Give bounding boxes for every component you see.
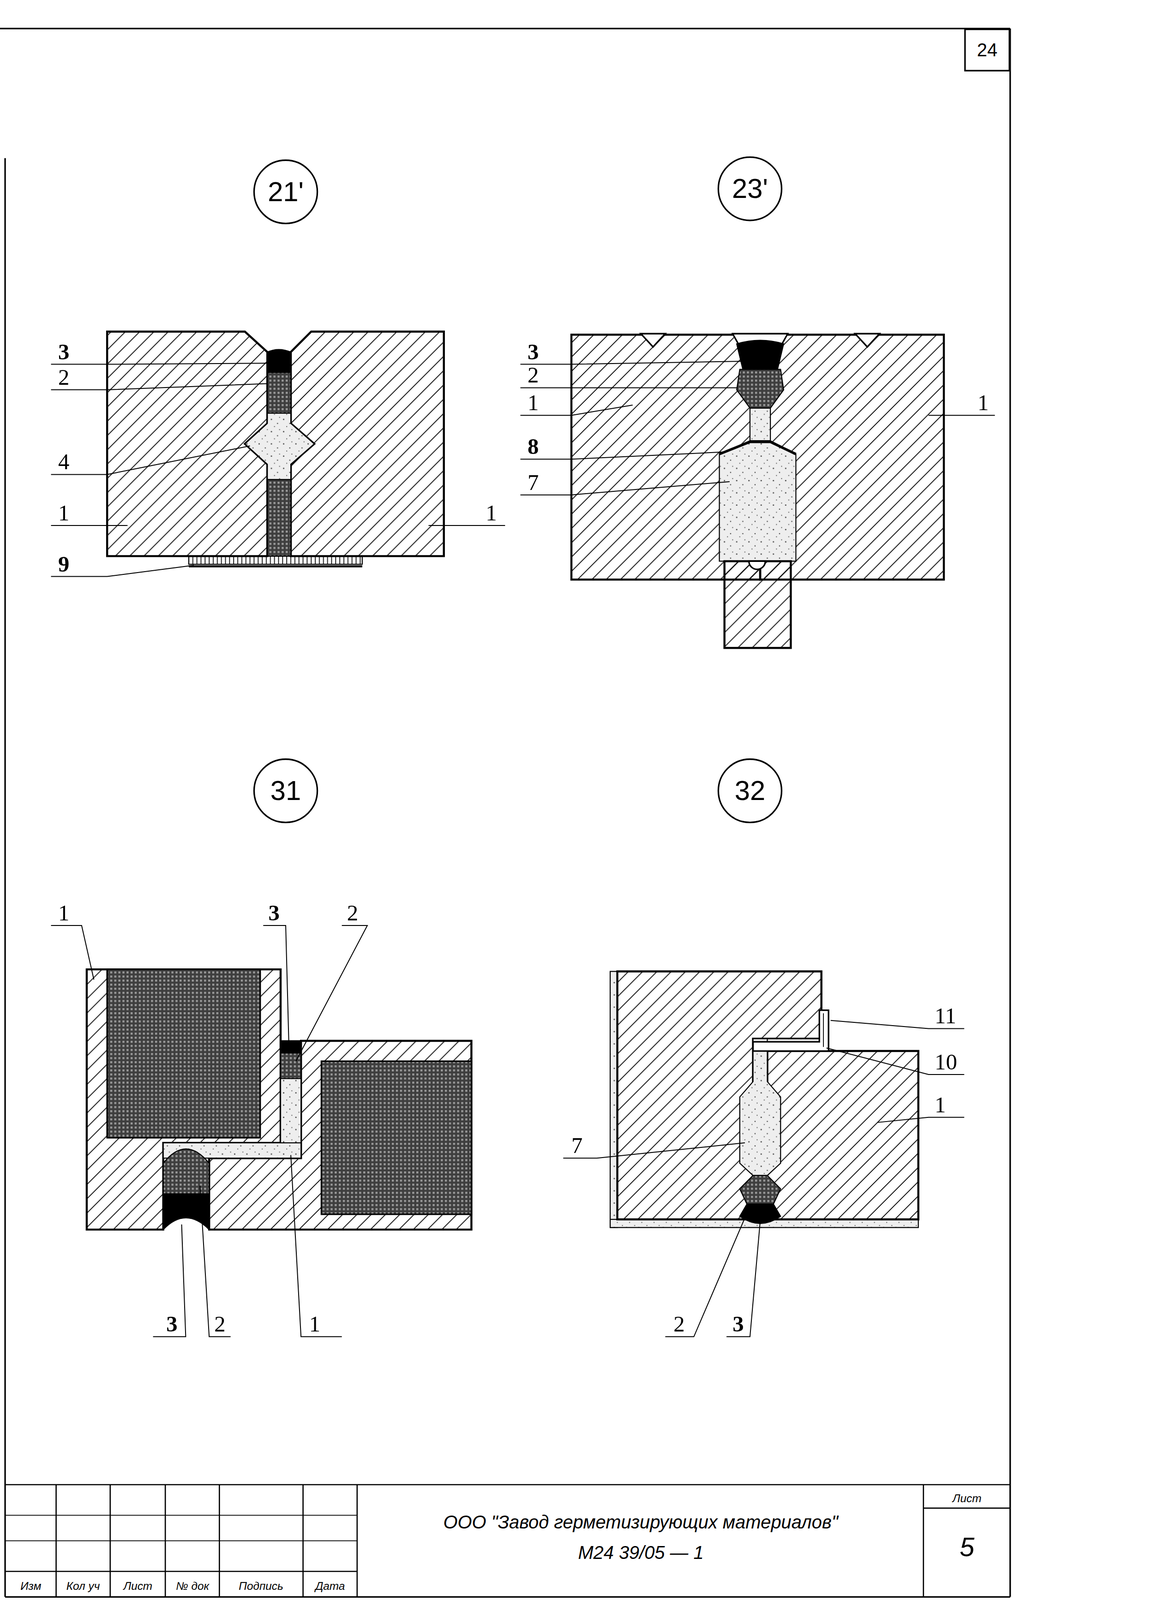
seal-cord bbox=[739, 1176, 781, 1205]
seal-cord bbox=[267, 479, 291, 557]
foam-filler bbox=[739, 1039, 781, 1176]
title-block-text: № док bbox=[175, 1581, 210, 1593]
detail-number: 23' bbox=[732, 174, 768, 203]
callout-circle bbox=[253, 759, 318, 823]
sealant bbox=[280, 1041, 301, 1054]
callout-number: 3 bbox=[58, 341, 70, 364]
steel-angle bbox=[753, 1010, 829, 1052]
leader-lines bbox=[520, 361, 996, 496]
film-layer bbox=[719, 442, 797, 455]
callout-number: 7 bbox=[571, 1134, 583, 1158]
detail-callout-circle: 23' bbox=[717, 156, 783, 222]
sealant bbox=[739, 1204, 781, 1224]
leader-lines bbox=[51, 363, 506, 577]
joint-section-21 bbox=[107, 331, 444, 567]
callout-number: 2 bbox=[347, 902, 359, 925]
detail-callout-circle: 32 bbox=[717, 758, 783, 824]
callout-circle bbox=[718, 157, 782, 221]
joint-section-31 bbox=[86, 969, 472, 1230]
sealing-tape bbox=[188, 556, 363, 565]
foam-filler bbox=[719, 440, 797, 562]
callout-circle bbox=[253, 160, 318, 224]
callout-number: 1 bbox=[485, 502, 497, 525]
sheet-number-box: 24 bbox=[964, 28, 1010, 72]
title-block-grid bbox=[5, 1485, 1011, 1598]
sheet-number: 24 bbox=[977, 40, 998, 60]
seal-cord bbox=[267, 372, 291, 414]
detail-number: 31 bbox=[270, 777, 301, 805]
title-block-text: Подпись bbox=[238, 1581, 283, 1593]
callout-number: 1 bbox=[58, 902, 70, 925]
joint-section-32 bbox=[610, 972, 919, 1229]
insulation-core bbox=[321, 1061, 472, 1215]
callout-circle bbox=[718, 759, 782, 823]
callout-number: 2 bbox=[527, 364, 539, 387]
title-block-text: Кол уч bbox=[66, 1581, 101, 1593]
foam-filler bbox=[280, 1041, 301, 1159]
callout-number: 9 bbox=[58, 553, 70, 576]
wall-panel bbox=[209, 1041, 472, 1230]
callout-number: 1 bbox=[309, 1313, 321, 1337]
title-block-text: ООО "Завод герметизирующих материалов" bbox=[443, 1513, 839, 1533]
wall-panel bbox=[767, 1051, 919, 1220]
joint-section-23 bbox=[571, 333, 944, 648]
callout-number: 3 bbox=[732, 1313, 744, 1337]
surface-groove bbox=[640, 333, 666, 348]
title-block-text: Лист bbox=[123, 1581, 153, 1593]
sheet-frame bbox=[0, 28, 1011, 1598]
title-block-text: Лист bbox=[952, 1493, 982, 1505]
wall-panel bbox=[107, 331, 268, 557]
leader-lines bbox=[51, 925, 368, 1338]
detail-callout-circle: 21' bbox=[252, 159, 318, 225]
seal-cord bbox=[736, 369, 784, 409]
callout-number: 1 bbox=[934, 1094, 946, 1117]
detail-callout-circle: 31 bbox=[252, 758, 318, 824]
callout-number: 2 bbox=[673, 1313, 685, 1337]
callout-number: 3 bbox=[527, 341, 539, 364]
callout-number: 2 bbox=[214, 1313, 226, 1337]
foam-filler bbox=[245, 413, 315, 480]
callout-number: 1 bbox=[58, 502, 70, 525]
leader-lines bbox=[563, 1020, 965, 1338]
title-block-text: Дата bbox=[315, 1581, 345, 1593]
timber-insert bbox=[724, 561, 792, 648]
callout-number: 3 bbox=[166, 1313, 178, 1337]
callout-number: 8 bbox=[527, 435, 539, 459]
sealant bbox=[736, 340, 784, 370]
callout-number: 10 bbox=[934, 1051, 958, 1074]
seal-cord bbox=[163, 1149, 210, 1197]
callout-number: 2 bbox=[58, 366, 70, 390]
foam-filler bbox=[750, 408, 771, 442]
callout-number: 1 bbox=[527, 391, 539, 415]
title-block-text: 5 bbox=[959, 1533, 975, 1561]
facade-coating bbox=[610, 972, 618, 1229]
box-outline bbox=[965, 29, 1010, 72]
insulation-core bbox=[107, 969, 261, 1139]
surface-groove bbox=[855, 333, 880, 348]
callout-number: 3 bbox=[268, 902, 280, 925]
title-block-text: Изм bbox=[20, 1581, 42, 1593]
callout-number: 4 bbox=[58, 450, 70, 474]
callout-number: 7 bbox=[527, 471, 539, 495]
title-block-text: М24 39/05 — 1 bbox=[577, 1544, 704, 1564]
detail-number: 21' bbox=[267, 178, 304, 206]
sealant bbox=[267, 349, 291, 373]
detail-number: 32 bbox=[734, 777, 766, 805]
callout-number: 11 bbox=[934, 1005, 957, 1028]
insert-notch bbox=[749, 561, 766, 570]
callout-number: 1 bbox=[977, 391, 989, 415]
